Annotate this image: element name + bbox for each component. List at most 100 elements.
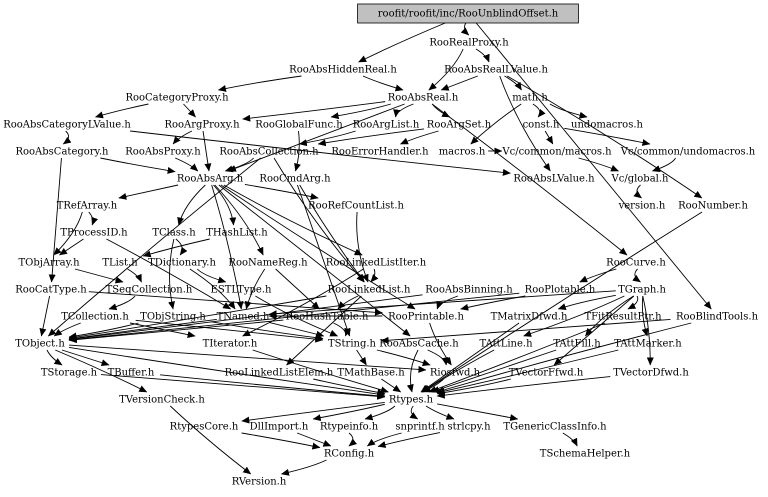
- node-RConfig[interactable]: RConfig.h: [324, 449, 375, 460]
- node-math[interactable]: math.h: [512, 93, 548, 104]
- node-RooPlotable[interactable]: RooPlotable.h: [525, 285, 596, 296]
- edge-TFitResultPtr-to-Rtypes: [428, 322, 606, 393]
- node-TAttLine[interactable]: TAttLine.h: [479, 339, 533, 350]
- node-RtypesCore[interactable]: RtypesCore.h: [170, 422, 239, 433]
- edge-TGraph-to-TMatrixDfwd: [557, 294, 616, 310]
- node-RooCmdArg[interactable]: RooCmdArg.h: [259, 174, 331, 185]
- node-TVersionCheck[interactable]: TVersionCheck.h: [119, 395, 205, 406]
- node-RooArgProxy[interactable]: RooArgProxy.h: [164, 120, 240, 131]
- node-RooRefCountList[interactable]: RooRefCountList.h: [308, 201, 404, 212]
- edge-RooArgProxy-to-RooAbsProxy: [172, 130, 193, 145]
- edge-TMatrixDfwd-to-Rtypes: [420, 322, 520, 393]
- node-TVectorFfwd[interactable]: TVectorFfwd.h: [509, 368, 584, 379]
- node-RooGlobalFunc[interactable]: RooGlobalFunc.h: [255, 120, 343, 131]
- node-TNamed[interactable]: TNamed.h: [217, 312, 270, 323]
- node-RooArgSet[interactable]: RooArgSet.h: [427, 120, 492, 131]
- node-TGraph[interactable]: TGraph.h: [618, 285, 666, 296]
- edge-TRefArray-to-TObjArray: [53, 211, 83, 256]
- node-RooBlindTools[interactable]: RooBlindTools.h: [676, 312, 759, 323]
- edge-DllImport-to-RConfig: [296, 432, 332, 447]
- edge-RooArgProxy-to-RooAbsArg: [202, 130, 212, 172]
- node-RooAbsArg[interactable]: RooAbsArg.h: [177, 174, 244, 185]
- node-Rtypes[interactable]: Rtypes.h: [389, 395, 434, 406]
- node-TRefArray[interactable]: TRefArray.h: [57, 201, 118, 212]
- node-RooNumber[interactable]: RooNumber.h: [678, 201, 748, 212]
- node-RooLinkedList[interactable]: RooLinkedList.h: [328, 285, 411, 296]
- node-TMatrixDfwd[interactable]: TMatrixDfwd.h: [491, 312, 568, 323]
- node-RooAbsLValue[interactable]: RooAbsLValue.h: [513, 174, 595, 185]
- node-root[interactable]: roofit/roofit/inc/RooUnblindOffset.h: [378, 9, 559, 20]
- node-RooNameReg[interactable]: RooNameReg.h: [228, 258, 308, 269]
- node-RooAbsCollection[interactable]: RooAbsCollection.h: [219, 147, 319, 158]
- edge-RooAbsCache-to-Rtypes: [406, 349, 419, 393]
- node-TAttMarker[interactable]: TAttMarker.h: [614, 339, 682, 350]
- edge-RooAbsReal-to-RooArgList: [393, 103, 414, 118]
- node-macros[interactable]: macros.h: [439, 147, 486, 158]
- node-RooPrintable[interactable]: RooPrintable.h: [388, 312, 464, 323]
- node-VcCommonUndomacros[interactable]: Vc/common/undomacros.h: [620, 147, 756, 158]
- node-TVectorDfwd[interactable]: TVectorDfwd.h: [613, 368, 689, 379]
- edge-TString-to-Riosfwd: [376, 349, 431, 366]
- node-TObjArray[interactable]: TObjArray.h: [18, 258, 80, 269]
- node-RooAbsCategoryLValue[interactable]: RooAbsCategoryLValue.h: [3, 120, 131, 131]
- node-RooAbsReal[interactable]: RooAbsReal.h: [388, 93, 459, 104]
- node-RooCurve[interactable]: RooCurve.h: [606, 258, 666, 269]
- node-RVersion[interactable]: RVersion.h: [232, 477, 287, 488]
- node-TCollection[interactable]: TCollection.h: [61, 312, 129, 323]
- node-VcCommonMacros[interactable]: Vc/common/macros.h: [501, 147, 612, 158]
- node-DllImport[interactable]: DllImport.h: [250, 422, 309, 433]
- node-undomacros[interactable]: undomacros.h: [571, 120, 643, 131]
- header-nodes: roofit/roofit/inc/RooUnblindOffset.hRooR…: [3, 3, 759, 488]
- edge-RooAbsReal-to-RooCurve: [431, 103, 628, 256]
- node-Rtypeinfo[interactable]: Rtypeinfo.h: [320, 422, 379, 433]
- node-RooLinkedListIter[interactable]: RooLinkedListIter.h: [326, 258, 427, 269]
- node-TClass[interactable]: TClass.h: [152, 228, 196, 239]
- node-strlcpy[interactable]: strlcpy.h: [447, 422, 491, 433]
- edge-TObjArray-to-TSeqCollection: [74, 268, 124, 284]
- node-version[interactable]: version.h: [618, 201, 666, 212]
- node-VcGlobal[interactable]: Vc/global.h: [611, 174, 670, 185]
- node-ESTLType[interactable]: ESTLType.h: [211, 285, 272, 296]
- node-RooAbsCache[interactable]: RooAbsCache.h: [379, 339, 459, 350]
- node-TProcessID[interactable]: TProcessID.h: [60, 228, 128, 239]
- node-RooCategoryProxy[interactable]: RooCategoryProxy.h: [125, 93, 229, 104]
- node-TAttFill[interactable]: TAttFill.h: [553, 339, 601, 350]
- node-RooHashTable[interactable]: RooHashTable.h: [286, 312, 369, 323]
- edge-RooCatType-to-TObject: [39, 295, 51, 337]
- node-snprintf[interactable]: snprintf.h: [395, 422, 445, 433]
- edge-RooArgSet-to-RooErrorHandler: [400, 130, 439, 145]
- node-TObject[interactable]: TObject.h: [15, 339, 65, 350]
- node-RooAbsRealLValue[interactable]: RooAbsRealLValue.h: [444, 65, 548, 76]
- node-TString[interactable]: TString.h: [328, 339, 377, 350]
- node-Riosfwd[interactable]: Riosfwd.h: [430, 368, 481, 379]
- node-RooAbsCategory[interactable]: RooAbsCategory.h: [15, 147, 109, 158]
- edge-VcCommonMacros-to-VcGlobal: [578, 157, 619, 172]
- node-TGenericClassInfo[interactable]: TGenericClassInfo.h: [503, 422, 607, 433]
- node-TSeqCollection[interactable]: TSeqCollection.h: [106, 285, 193, 296]
- node-RooAbsProxy[interactable]: RooAbsProxy.h: [125, 147, 201, 158]
- node-RooArgList[interactable]: RooArgList.h: [353, 120, 420, 131]
- node-RooAbsHiddenReal[interactable]: RooAbsHiddenReal.h: [289, 65, 397, 76]
- node-RooCatType[interactable]: RooCatType.h: [15, 285, 87, 296]
- node-TList[interactable]: TList.h: [102, 258, 138, 269]
- node-TStorage[interactable]: TStorage.h: [41, 368, 98, 379]
- node-TDictionary[interactable]: TDictionary.h: [148, 258, 216, 269]
- node-TBuffer[interactable]: TBuffer.h: [108, 368, 155, 379]
- node-TMathBase[interactable]: TMathBase.h: [337, 368, 405, 379]
- edge-TClass-to-TObjString: [168, 238, 175, 310]
- node-TObjString[interactable]: TObjString.h: [140, 312, 206, 323]
- node-RooAbsBinning[interactable]: RooAbsBinning.h: [425, 285, 513, 296]
- edge-TGraph-to-TFitResultPtr: [627, 295, 639, 310]
- edge-TVectorDfwd-to-Rtypes: [436, 376, 611, 399]
- node-TSchemaHelper[interactable]: TSchemaHelper.h: [540, 449, 631, 460]
- node-const[interactable]: const.h: [523, 120, 560, 131]
- edge-RooCurve-to-RooPlotable: [579, 268, 617, 283]
- node-RooRealProxy[interactable]: RooRealProxy.h: [429, 38, 509, 49]
- node-TIterator[interactable]: TIterator.h: [203, 339, 258, 350]
- edge-RooHashTable-to-TString: [333, 322, 352, 337]
- node-TFitResultPtr[interactable]: TFitResultPtr.h: [584, 312, 662, 323]
- node-RooLinkedListElem[interactable]: RooLinkedListElem.h: [225, 368, 334, 379]
- node-RooErrorHandler[interactable]: RooErrorHandler.h: [331, 147, 429, 158]
- node-THashList[interactable]: THashList.h: [206, 228, 268, 239]
